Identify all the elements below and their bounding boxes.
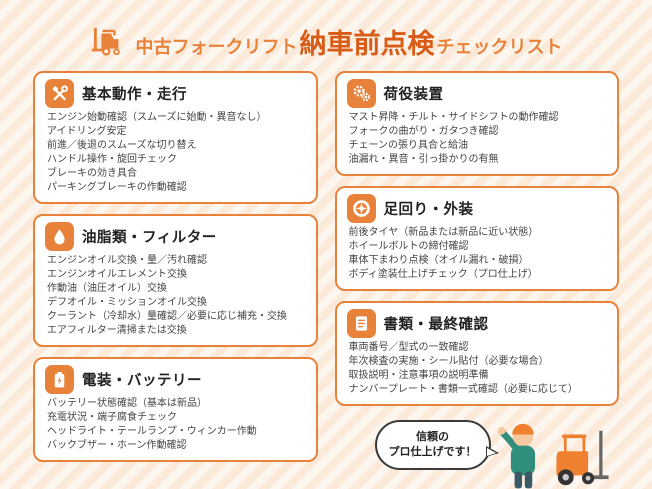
- card-header: 基本動作・走行: [45, 79, 306, 108]
- checklist-item: エアフィルター清掃または交換: [47, 325, 187, 336]
- checklist-item: フォークの曲がり・ガタつき確認: [348, 126, 499, 137]
- page-header: 中古フォークリフト 納車前点検 チェックリスト: [0, 0, 652, 71]
- checklist-item: 作動油（油圧オイル）交換: [47, 283, 167, 294]
- left-column: 基本動作・走行 エンジン始動確認（スムーズに始動・異音なし） アイドリング安定 …: [33, 71, 318, 472]
- card-documents-final-check: 書類・最終確認 車両番号／型式の一致確認 年次検査の実施・シール貼付（必要な場合…: [334, 301, 619, 406]
- checklist-items: 車両番号／型式の一致確認 年次検査の実施・シール貼付（必要な場合） 取扱説明・注…: [347, 341, 608, 397]
- speech-bubble-text-line1: 信頼の: [416, 430, 449, 443]
- wrench-icon: [52, 85, 68, 101]
- wrench-icon-badge: [45, 79, 74, 108]
- tire-icon: [352, 200, 370, 217]
- title-suffix: チェックリスト: [436, 37, 563, 58]
- mascot-illustration: 信頼の プロ仕上げです！: [335, 414, 620, 489]
- checklist-item: エンジン始動確認（スムーズに始動・異音なし）: [47, 112, 267, 123]
- card-cargo-handling: 荷役装置 マスト昇降・チルト・サイドシフトの動作確認 フォークの曲がり・ガタつき…: [334, 71, 619, 176]
- checklist-item: アイドリング安定: [47, 126, 127, 137]
- checklist-item: 車両番号／型式の一致確認: [348, 342, 469, 353]
- oil-drop-icon-badge: [45, 222, 74, 251]
- checklist-items: バッテリー状態確認（基本は新品） 充電状況・端子腐食チェック ヘッドライト・テー…: [45, 397, 306, 453]
- document-icon-badge: [346, 309, 376, 338]
- checklist-item: ホイールボルトの締付確認: [348, 241, 469, 252]
- battery-icon: [54, 371, 65, 388]
- tire-icon-badge: [346, 194, 376, 223]
- battery-icon-badge: [45, 365, 74, 394]
- checklist-item: バックブザー・ホーン作動確認: [47, 440, 187, 451]
- card-header: 電装・バッテリー: [45, 365, 306, 394]
- checklist-item: ヘッドライト・テールランプ・ウィンカー作動: [47, 426, 257, 437]
- checklist-item: 前進／後退のスムーズな切り替え: [47, 140, 197, 151]
- right-column: 荷役装置 マスト昇降・チルト・サイドシフトの動作確認 フォークの曲がり・ガタつき…: [334, 71, 620, 489]
- card-header: 足回り・外装: [346, 194, 608, 223]
- card-title: 荷役装置: [383, 87, 444, 103]
- columns: 基本動作・走行 エンジン始動確認（スムーズに始動・異音なし） アイドリング安定 …: [0, 71, 652, 489]
- checklist-item: 充電状況・端子腐食チェック: [47, 412, 177, 423]
- document-icon: [355, 316, 367, 331]
- checklist-item: 前後タイヤ（新品または新品に近い状態）: [348, 227, 539, 238]
- forklift-icon: [91, 27, 120, 56]
- speech-bubble: 信頼の プロ仕上げです！: [374, 420, 499, 470]
- checklist-items: エンジンオイル交換・量／汚れ確認 エンジンオイルエレメント交換 作動油（油圧オイ…: [45, 254, 306, 338]
- gear-icon-badge: [346, 79, 376, 108]
- checklist-item: マスト昇降・チルト・サイドシフトの動作確認: [348, 112, 559, 123]
- checklist-item: ハンドル操作・旋回チェック: [47, 154, 177, 165]
- card-electrical-battery: 電装・バッテリー バッテリー状態確認（基本は新品） 充電状況・端子腐食チェック …: [33, 357, 318, 462]
- speech-bubble-text-line2: プロ仕上げです！: [388, 444, 477, 458]
- checklist-item: バッテリー状態確認（基本は新品）: [47, 398, 207, 409]
- gear-icon: [353, 85, 370, 102]
- speech-bubble-tail: [485, 445, 499, 457]
- title-main: 納車前点検: [299, 29, 435, 60]
- checklist-item: 油漏れ・異音・引っ掛かりの有無: [348, 154, 499, 165]
- card-header: 書類・最終確認: [346, 309, 608, 338]
- card-undercarriage-exterior: 足回り・外装 前後タイヤ（新品または新品に近い状態） ホイールボルトの締付確認 …: [334, 186, 619, 291]
- checklist-item: エンジンオイルエレメント交換: [47, 269, 187, 280]
- checklist-item: ボディ塗装仕上げチェック（プロ仕上げ）: [348, 269, 538, 280]
- checklist-item: 取扱説明・注意事項の説明準備: [348, 370, 489, 381]
- worker-and-forklift-illustration: [497, 423, 609, 489]
- page-title: 中古フォークリフト 納車前点検 チェックリスト: [136, 22, 563, 61]
- checklist-item: パーキングブレーキの作動確認: [47, 182, 187, 193]
- checklist-item: エンジンオイル交換・量／汚れ確認: [47, 255, 207, 266]
- card-oils-filters: 油脂類・フィルター エンジンオイル交換・量／汚れ確認 エンジンオイルエレメント交…: [33, 214, 318, 347]
- card-title: 基本動作・走行: [82, 87, 187, 103]
- card-title: 足回り・外装: [383, 202, 474, 218]
- checklist-item: クーラント（冷却水）量確認／必要に応じ補充・交換: [47, 311, 287, 322]
- title-prefix: 中古フォークリフト: [135, 37, 298, 58]
- card-header: 荷役装置: [346, 79, 608, 108]
- oil-drop-icon: [54, 229, 65, 245]
- card-title: 電装・バッテリー: [82, 373, 202, 389]
- checklist-items: 前後タイヤ（新品または新品に近い状態） ホイールボルトの締付確認 車体下まわり点…: [347, 226, 608, 282]
- card-title: 油脂類・フィルター: [82, 230, 217, 246]
- checklist-items: マスト昇降・チルト・サイドシフトの動作確認 フォークの曲がり・ガタつき確認 チェ…: [347, 111, 608, 167]
- card-header: 油脂類・フィルター: [45, 222, 306, 251]
- checklist-item: チェーンの張り具合と給油: [348, 140, 469, 151]
- checklist-item: ナンバープレート・書類一式確認（必要に応じて）: [348, 384, 578, 395]
- checklist-item: 車体下まわり点検（オイル漏れ・破損）: [348, 255, 529, 266]
- card-title: 書類・最終確認: [383, 317, 489, 333]
- checklist-items: エンジン始動確認（スムーズに始動・異音なし） アイドリング安定 前進／後退のスム…: [45, 111, 306, 195]
- card-basic-operation: 基本動作・走行 エンジン始動確認（スムーズに始動・異音なし） アイドリング安定 …: [33, 71, 318, 204]
- checklist-item: ブレーキの効き具合: [47, 168, 137, 179]
- checklist-item: 年次検査の実施・シール貼付（必要な場合）: [348, 356, 549, 367]
- checklist-item: デフオイル・ミッションオイル交換: [47, 297, 207, 308]
